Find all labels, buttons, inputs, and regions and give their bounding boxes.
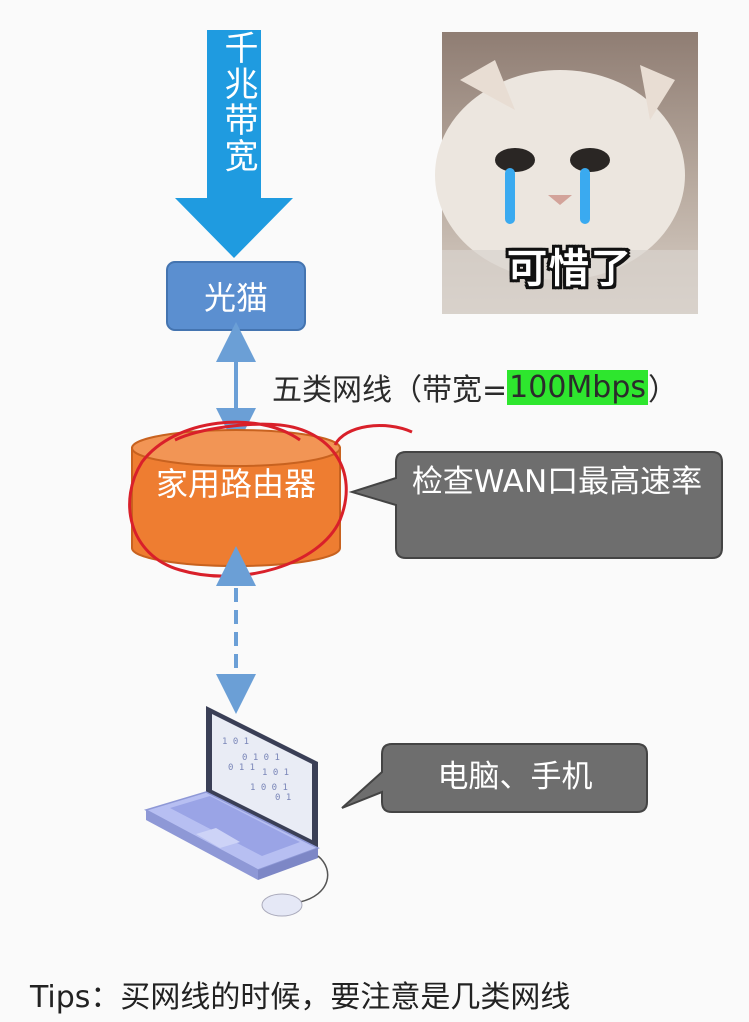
bandwidth-arrow-label: 千兆带宽	[218, 30, 258, 174]
meme-caption: 可惜了	[507, 246, 633, 292]
svg-text:0 1 0 1: 0 1 0 1	[242, 753, 280, 763]
crying-cat-meme	[435, 32, 698, 314]
cable-label-prefix: 五类网线（带宽=	[272, 373, 508, 408]
svg-text:0 1 1: 0 1 1	[228, 763, 255, 773]
router-callout	[348, 451, 723, 559]
tips-text: Tips：买网线的时候，要注意是几类网线	[30, 980, 571, 1015]
cable-label-suffix: ）	[648, 373, 679, 408]
cable-speed-highlight: 100Mbps	[507, 369, 649, 405]
modem-label: 光猫	[203, 279, 268, 317]
svg-text:0 1: 0 1	[275, 793, 291, 803]
router-label: 家用路由器	[155, 465, 316, 503]
bandwidth-arrow	[175, 30, 293, 258]
svg-text:1 0 0 1: 1 0 0 1	[250, 783, 288, 793]
cable-label: 五类网线（带宽=100Mbps）	[272, 365, 678, 409]
devices-callout-text: 电脑、手机	[437, 759, 593, 795]
devices-callout	[341, 743, 648, 813]
mouse-icon	[261, 893, 303, 917]
router-callout-text: 检查WAN口最高速率	[411, 464, 703, 500]
svg-text:1 0 1: 1 0 1	[222, 737, 249, 747]
svg-text:1 0 1: 1 0 1	[262, 768, 289, 778]
router-cylinder	[131, 429, 341, 567]
laptop-icon: 1 0 1 0 1 0 1 1 0 1 0 1 1 1 0 0 10 1	[144, 706, 329, 917]
